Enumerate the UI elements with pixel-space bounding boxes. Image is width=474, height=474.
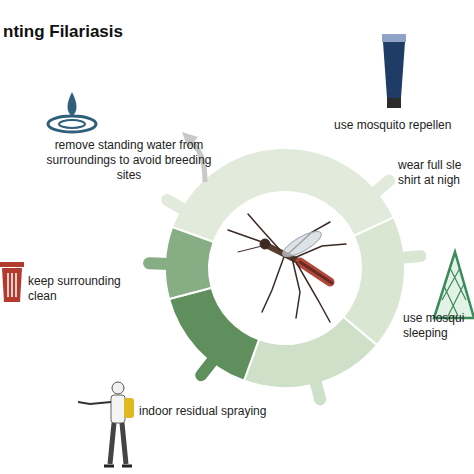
step-label: wear full sle shirt at nigh [398,158,472,188]
step-label: keep surrounding clean [28,274,138,304]
step-label: use mosquito repellen [334,118,470,133]
step-label: remove standing water from surroundings … [44,138,214,183]
ring-tab [401,256,421,258]
cycle-ring [149,148,420,399]
repellent-tube-icon [382,34,406,108]
ring-tab [149,257,169,270]
sprayer-worker-icon [78,382,134,466]
ring-tab [167,200,184,210]
inner-circle [209,192,361,344]
title: nting Filariasis [3,22,123,42]
step-label: indoor residual spraying [139,404,299,419]
water-drop-icon [48,92,96,132]
trash-can-icon [0,262,24,302]
mosquito-illustration [228,214,346,322]
ring-tab [315,380,320,399]
step-label: use mosqui sleeping [403,311,471,341]
ring-tab [374,181,389,194]
ring-tab [201,359,213,375]
mosquito-net-icon [434,252,474,318]
